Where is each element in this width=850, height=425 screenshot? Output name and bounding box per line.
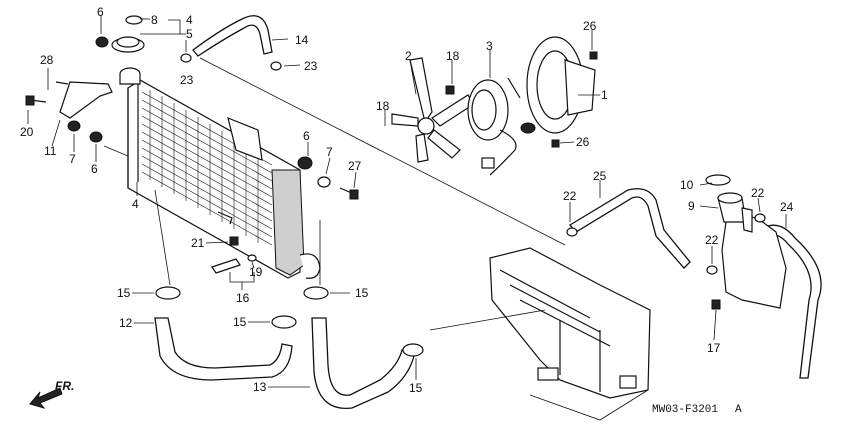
callout-18: 18 [446, 49, 460, 63]
callout-13: 13 [253, 380, 267, 394]
callout-28: 28 [40, 53, 54, 67]
callout-24: 24 [780, 200, 794, 214]
leader-lines [27, 16, 787, 421]
tube-clip-b [706, 265, 718, 275]
callout-17: 17 [707, 341, 721, 355]
callout-4: 4 [132, 197, 139, 211]
callout-27: 27 [348, 159, 362, 173]
callout-7: 7 [326, 145, 333, 159]
clip-23-a [180, 53, 192, 63]
callout-12: 12 [119, 316, 133, 330]
side-mount-parts [297, 156, 359, 200]
thermo-switch [211, 236, 257, 274]
tube-clip-a [566, 227, 578, 237]
callout-14: 14 [295, 33, 309, 47]
callout-26: 26 [583, 19, 597, 33]
fan-motor [445, 77, 536, 176]
callout-2: 2 [405, 49, 412, 63]
callout-16: 16 [236, 291, 250, 305]
engine-block [489, 247, 651, 399]
hose-12 [154, 317, 293, 381]
callout-20: 20 [20, 125, 34, 139]
reserve-tank [705, 174, 787, 310]
callout-4: 4 [186, 13, 193, 27]
callout-10: 10 [680, 178, 694, 192]
hose-13 [311, 317, 415, 409]
callout-15: 15 [409, 381, 423, 395]
hose-14 [192, 15, 273, 57]
hose-clamp-c [271, 315, 297, 329]
callout-26: 26 [576, 135, 590, 149]
mounting-bracket [25, 81, 113, 143]
callout-19: 19 [249, 265, 263, 279]
callout-5: 5 [186, 27, 193, 41]
hose-clamp-d [402, 343, 424, 357]
callout-7: 7 [69, 152, 76, 166]
callout-22: 22 [563, 189, 577, 203]
radiator-cap [111, 15, 145, 53]
front-label: FR. [55, 379, 74, 393]
grommet-top [95, 36, 109, 48]
tube-24 [767, 224, 822, 379]
callout-22: 22 [751, 186, 765, 200]
tube-clip-c [754, 213, 766, 223]
fan-blade [391, 57, 475, 163]
callout-numbers: 6 8 4 5 14 23 23 28 20 11 7 6 4 6 7 27 2… [20, 5, 794, 395]
callout-21: 21 [191, 236, 205, 250]
clip-23-b [270, 61, 282, 71]
callout-6: 6 [303, 129, 310, 143]
callout-3: 3 [486, 39, 493, 53]
radiator-core-fins [141, 90, 273, 246]
fan-shroud [526, 36, 598, 148]
callout-1: 1 [601, 88, 608, 102]
radiator [119, 67, 321, 279]
callout-23: 23 [304, 59, 318, 73]
callout-8: 8 [151, 13, 158, 27]
callout-6: 6 [91, 162, 98, 176]
callout-22: 22 [705, 233, 719, 247]
callout-11: 11 [44, 144, 57, 158]
diagram-code: MW03-F3201 [652, 404, 718, 416]
front-direction-arrow: FR. [29, 379, 74, 409]
callout-15: 15 [117, 286, 131, 300]
callout-23: 23 [180, 73, 194, 87]
callout-25: 25 [593, 169, 607, 183]
callout-15: 15 [233, 315, 247, 329]
hose-clamp-b [303, 286, 329, 300]
diagram-suffix: A [735, 404, 742, 416]
callout-6: 6 [97, 5, 104, 19]
callout-18: 18 [376, 99, 390, 113]
callout-9: 9 [688, 199, 695, 213]
tube-25 [569, 188, 691, 269]
hose-clamp-a [155, 286, 181, 300]
callout-15: 15 [355, 286, 369, 300]
